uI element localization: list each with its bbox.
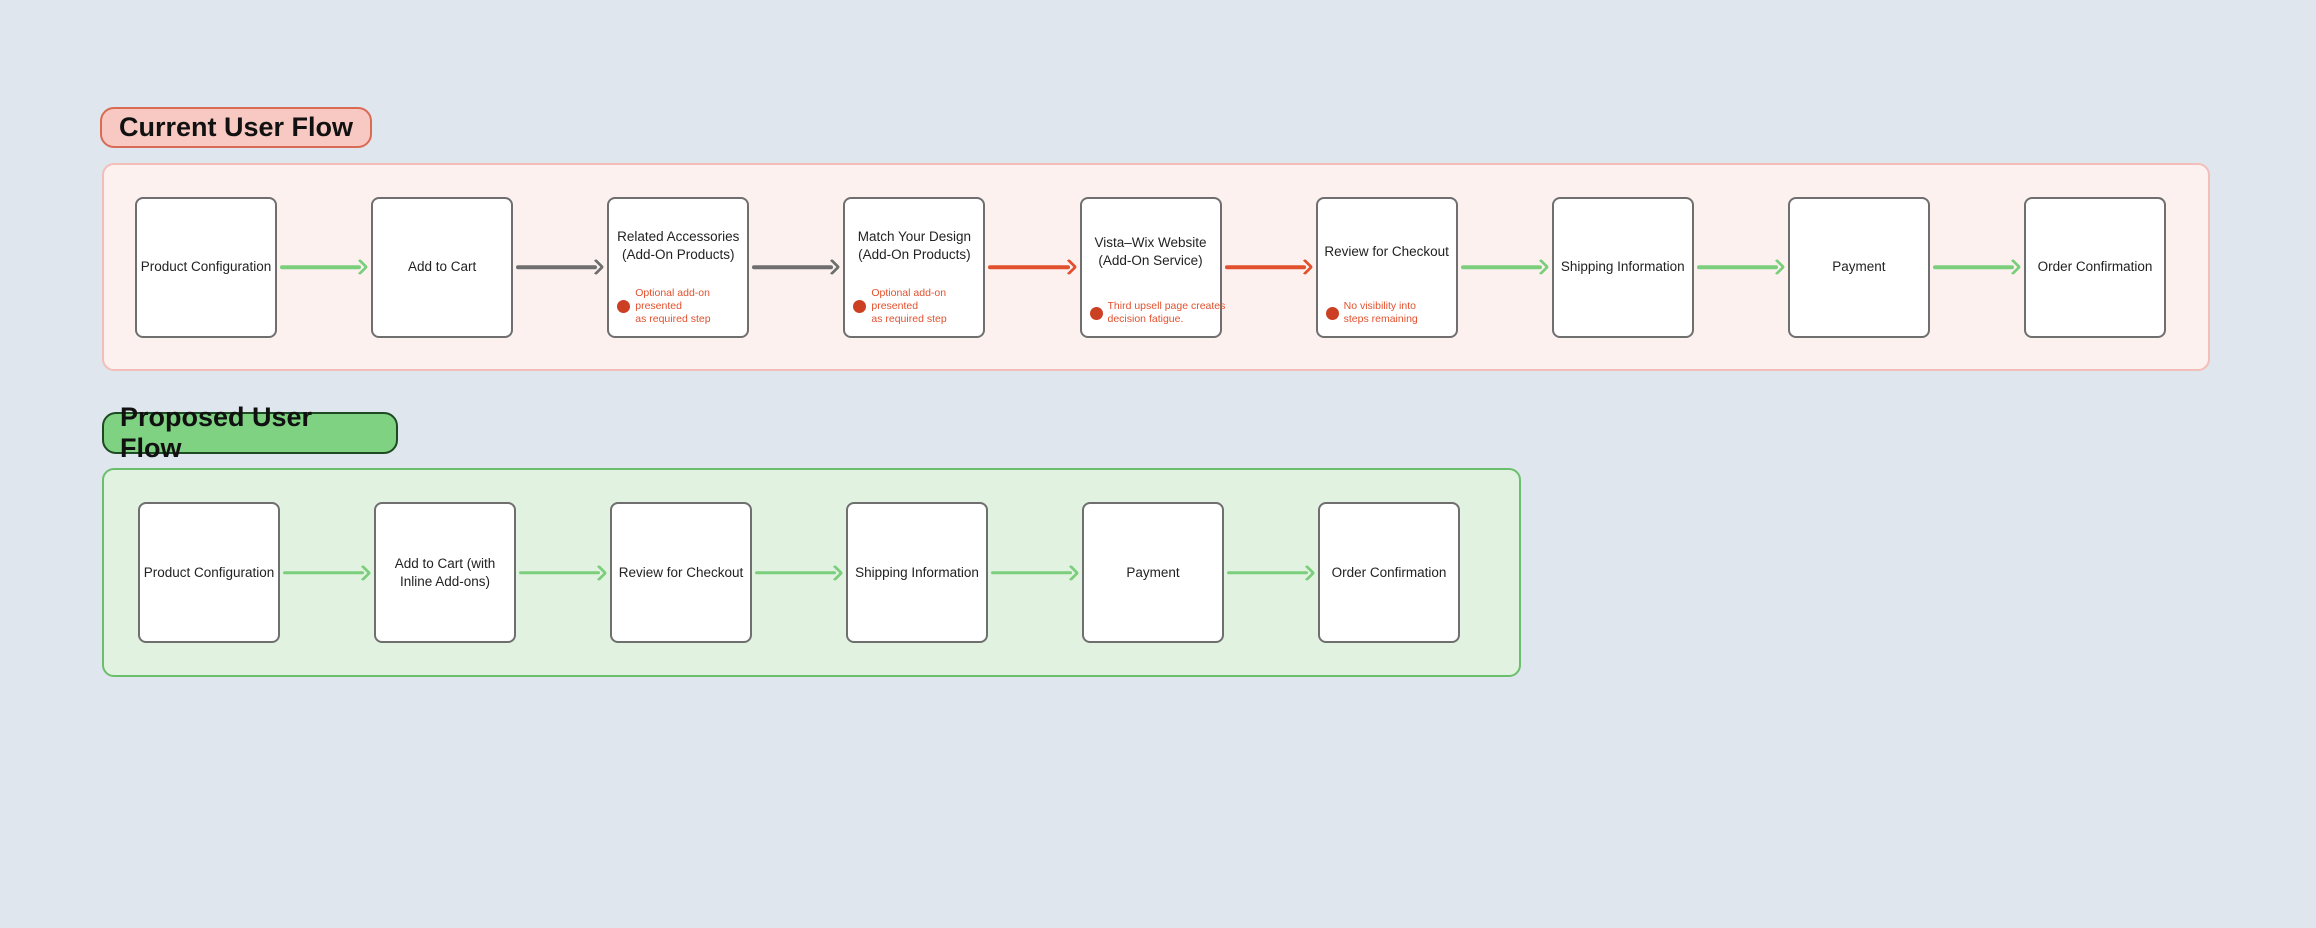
issue-text: Optional add-on presented as required st… (871, 286, 947, 326)
current-arrow-6 (1460, 255, 1550, 279)
current-node-shipping-information[interactable]: Shipping Information (1551, 196, 1694, 338)
arrow-head-icon (1768, 258, 1786, 276)
proposed-flow-container[interactable]: Product Configuration Add to Cart (with … (102, 468, 1521, 677)
arrow-shaft (1696, 265, 1778, 269)
node-label: Vista–Wix Website (Add-On Service) (1094, 235, 1207, 269)
current-arrow-7 (1696, 255, 1786, 279)
arrow-shaft (755, 570, 836, 575)
current-node-match-your-design[interactable]: Match Your Design (Add-On Products) Opti… (843, 196, 986, 338)
issue-dot-icon (853, 299, 867, 313)
node-label: Order Confirmation (2037, 259, 2153, 275)
arrow-shaft (1224, 265, 1306, 269)
arrow-head-icon (2004, 258, 2022, 276)
node-label: Related Accessories (Add-On Products) (617, 228, 740, 262)
current-arrow-1 (279, 255, 369, 279)
current-node-review-for-checkout[interactable]: Review for Checkout No visibility into s… (1315, 196, 1458, 338)
arrow-shaft (988, 265, 1070, 269)
node-label: Add to Cart (with Inline Add-ons) (394, 555, 496, 589)
current-node-product-configuration[interactable]: Product Configuration (135, 196, 277, 338)
proposed-arrow-2 (518, 561, 608, 585)
proposed-arrow-5 (1226, 561, 1316, 585)
node-label: Payment (1126, 564, 1180, 580)
current-flow-title-badge[interactable]: Current User Flow (100, 107, 372, 148)
arrow-shaft (991, 570, 1072, 575)
proposed-node-add-to-cart-inline-addons[interactable]: Add to Cart (with Inline Add-ons) (374, 502, 516, 643)
node-label: Payment (1832, 259, 1886, 275)
proposed-node-order-confirmation[interactable]: Order Confirmation (1318, 502, 1460, 643)
current-node-order-confirmation[interactable]: Order Confirmation (2024, 196, 2166, 338)
node-label: Shipping Information (1560, 259, 1685, 275)
issue-text: Optional add-on presented as required st… (635, 286, 711, 326)
issue-annotation: Optional add-on presented as required st… (613, 287, 743, 327)
arrow-head-icon (826, 564, 844, 581)
node-label: Review for Checkout (618, 564, 744, 580)
node-label: Product Configuration (140, 259, 272, 275)
arrow-head-icon (1532, 258, 1550, 276)
arrow-head-icon (354, 564, 372, 581)
current-node-vista-wix-website[interactable]: Vista–Wix Website (Add-On Service) Third… (1079, 196, 1225, 338)
proposed-node-product-configuration[interactable]: Product Configuration (138, 502, 280, 643)
arrow-shaft (280, 265, 362, 269)
arrow-head-icon (587, 258, 605, 276)
arrow-head-icon (1060, 258, 1077, 276)
issue-dot-icon (1089, 306, 1103, 320)
issue-dot-icon (1325, 306, 1339, 320)
arrow-shaft (519, 570, 600, 575)
current-node-payment[interactable]: Payment (1787, 196, 1930, 338)
node-label: Add to Cart (407, 259, 477, 275)
issue-text: Third upsell page creates decision fatig… (1107, 299, 1226, 326)
issue-annotation: Optional add-on presented as required st… (849, 287, 979, 327)
proposed-arrow-1 (282, 561, 372, 585)
proposed-arrow-3 (754, 561, 844, 585)
current-arrow-3 (751, 255, 841, 279)
arrow-shaft (1227, 570, 1308, 575)
arrow-head-icon (351, 258, 369, 276)
arrow-shaft (752, 265, 834, 269)
arrow-head-icon (590, 564, 608, 581)
current-arrow-5 (1224, 255, 1314, 279)
proposed-arrow-4 (990, 561, 1080, 585)
arrow-head-icon (1296, 258, 1314, 276)
arrow-head-icon (1062, 564, 1080, 581)
current-arrow-8 (1932, 255, 2022, 279)
arrow-shaft (516, 265, 598, 269)
arrow-head-icon (823, 258, 841, 276)
current-node-related-accessories[interactable]: Related Accessories (Add-On Products) Op… (607, 196, 750, 338)
node-label: Match Your Design (Add-On Products) (857, 228, 972, 262)
proposed-flow-title-badge[interactable]: Proposed User Flow (102, 402, 398, 463)
proposed-node-shipping-information[interactable]: Shipping Information (846, 502, 988, 643)
issue-text: No visibility into steps remaining (1343, 299, 1418, 326)
arrow-shaft (283, 570, 364, 575)
arrow-head-icon (1298, 564, 1316, 581)
node-label: Review for Checkout (1324, 244, 1449, 260)
issue-dot-icon (617, 299, 631, 313)
current-flow-container[interactable]: Product Configuration Add to Cart Relate… (102, 163, 2210, 371)
node-label: Shipping Information (855, 564, 979, 580)
node-label: Product Configuration (143, 564, 275, 580)
proposed-node-payment[interactable]: Payment (1082, 502, 1224, 643)
issue-annotation: Third upsell page creates decision fatig… (1086, 300, 1225, 327)
issue-annotation: No visibility into steps remaining (1322, 300, 1452, 327)
arrow-shaft (1460, 265, 1542, 269)
proposed-node-review-for-checkout[interactable]: Review for Checkout (610, 502, 752, 643)
current-node-add-to-cart[interactable]: Add to Cart (371, 196, 514, 338)
node-label: Order Confirmation (1331, 564, 1447, 580)
current-arrow-2 (515, 255, 605, 279)
current-arrow-4 (987, 255, 1077, 279)
arrow-shaft (1932, 265, 2014, 269)
